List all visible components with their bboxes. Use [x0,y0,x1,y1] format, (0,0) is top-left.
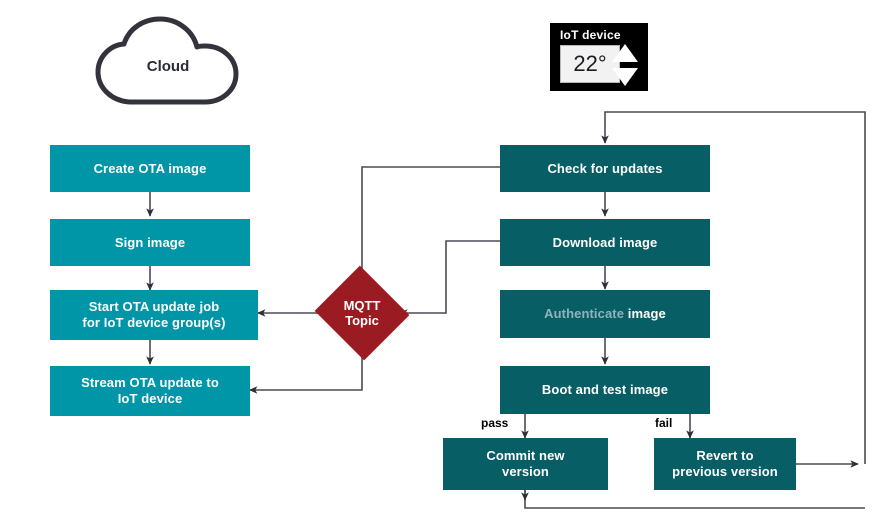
cloud-group: Cloud [88,14,248,110]
box-label: Check for updates [547,160,663,176]
box-label: Create OTA image [93,160,207,176]
triangle-down-icon [612,68,638,86]
edge-label-fail: fail [655,416,673,430]
iot-device-stepper[interactable] [611,43,639,87]
box-commit-new-version[interactable]: Commit new version [443,438,608,490]
box-label: Boot and test image [541,382,669,397]
box-revert-to-previous-version[interactable]: Revert to previous version [654,438,796,490]
box-start-ota-update-job[interactable]: Start OTA update job for IoT device grou… [50,290,258,340]
box-download-image[interactable]: Download image [500,219,710,266]
mqtt-label-line-1: MQTT [343,298,381,313]
box-authenticate-image[interactable]: Authenticate image [500,290,710,338]
iot-device-widget: IoT device 22° [550,23,648,91]
wire-commit-bottom [524,490,865,509]
box-create-ota-image[interactable]: Create OTA image [50,145,250,192]
box-label-line-1: Start OTA update job [88,299,220,314]
box-label: Stream OTA update to IoT device [81,375,219,407]
node-mqtt-topic[interactable]: MQTT Topic [314,265,410,361]
box-label: Authenticate image [544,306,666,322]
mqtt-topic-label: MQTT Topic [327,281,397,345]
wire-mqtt-to-check [358,166,500,284]
box-label-line-2: IoT device [117,391,183,406]
mqtt-label-line-2: Topic [345,313,379,328]
box-label-bright-word: image [627,306,666,321]
wire-mqtt-to-download [399,240,500,317]
box-check-for-updates[interactable]: Check for updates [500,145,710,192]
box-label-dim-word: Authenticate [544,306,625,321]
cloud-label: Cloud [146,58,190,75]
box-label-line-2: for IoT device group(s) [82,315,226,330]
box-label-line-1: Commit new [486,448,565,463]
triangle-up-icon [612,44,638,62]
box-label-line-2: version [502,464,549,479]
iot-device-label: IoT device [560,28,621,42]
box-label-line-1: Revert to [696,448,754,463]
box-label-line-2: previous version [672,464,778,479]
edge-label-pass: pass [481,416,509,430]
box-label: Start OTA update job for IoT device grou… [82,299,225,331]
box-label-line-1: Stream OTA update to [81,375,219,390]
box-label: Download image [552,234,658,250]
box-sign-image[interactable]: Sign image [50,219,250,266]
box-label: Revert to previous version [672,448,778,480]
box-stream-ota-update[interactable]: Stream OTA update to IoT device [50,366,250,416]
box-label: Commit new version [486,448,564,480]
box-label: Sign image [114,234,186,250]
cloud-icon [95,16,239,105]
wire-stream-to-mqtt [249,344,366,394]
box-boot-and-test-image[interactable]: Boot and test image [500,366,710,414]
iot-device-readout: 22° [560,45,620,83]
